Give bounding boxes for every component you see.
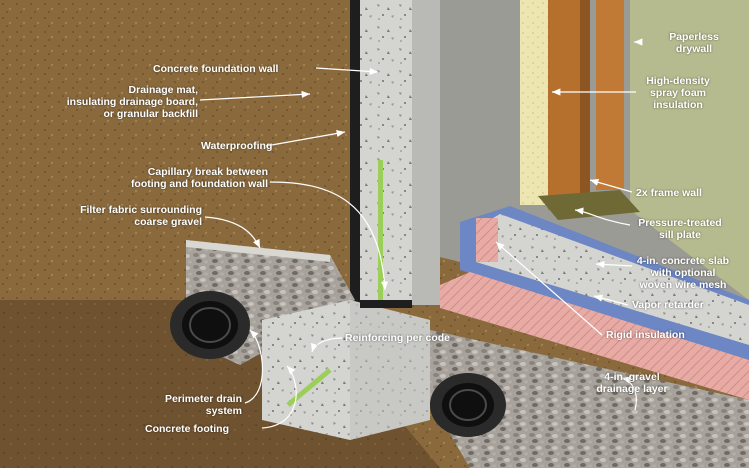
rigid-insulation [440, 272, 749, 400]
stud-1 [548, 0, 580, 210]
gravel-drainage-layer [430, 330, 749, 468]
label-capillary-break: Capillary break between footing and foun… [130, 166, 268, 190]
label-sill-plate: Pressure-treated sill plate [638, 217, 722, 241]
label-paperless-drywall: Paperless drywall [669, 31, 719, 55]
rebar-vertical [378, 160, 383, 310]
label-reinforcing: Reinforcing per code [345, 332, 451, 344]
sill-plate [538, 190, 640, 220]
stud-2 [596, 0, 624, 190]
rebar-footing [286, 368, 332, 407]
waterproofing-layer [350, 0, 360, 305]
label-drainage-mat: Drainage mat, insulating drainage board,… [66, 84, 198, 120]
label-vapor-retarder: Vapor retarder [632, 299, 704, 311]
label-frame-wall: 2x frame wall [636, 187, 702, 199]
foundation-wall [360, 0, 412, 305]
label-concrete-foundation-wall: Concrete foundation wall [153, 63, 279, 75]
label-filter-fabric: Filter fabric surrounding coarse gravel [80, 204, 202, 228]
label-waterproofing: Waterproofing [201, 140, 273, 152]
label-spray-foam: High-density spray foam insulation [646, 75, 710, 111]
paperless-drywall [630, 0, 749, 300]
concrete-slab [476, 214, 749, 345]
label-gravel-layer: 4-in. gravel drainage layer [596, 371, 668, 395]
label-rigid-insulation: Rigid insulation [606, 329, 685, 341]
label-concrete-footing: Concrete footing [145, 423, 229, 435]
label-concrete-slab: 4-in. concrete slab with optional woven … [636, 255, 730, 291]
capillary-break [360, 300, 412, 308]
label-perimeter-drain: Perimeter drain system [164, 393, 242, 417]
filter-fabric [186, 240, 330, 262]
leader-lines [199, 38, 643, 429]
rigid-insulation-edge [476, 218, 498, 262]
